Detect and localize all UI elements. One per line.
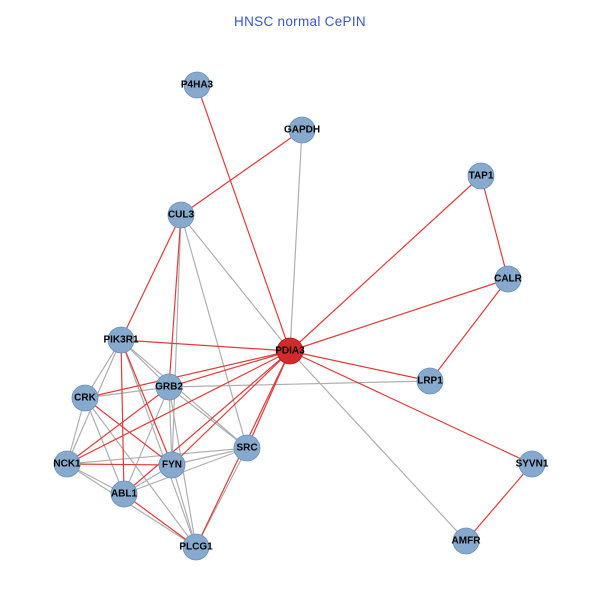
node-circle-nck1 [53, 450, 81, 478]
edge-pdia3-abl1 [123, 350, 291, 495]
edge-tap1-calr [480, 175, 509, 280]
edge-cul3-pik3r1 [120, 214, 182, 341]
node-tap1: TAP1 [467, 162, 495, 190]
edges-layer [66, 84, 533, 548]
edge-cul3-fyn [171, 214, 182, 466]
node-circle-plcg1 [182, 533, 210, 561]
edge-cul3-src [180, 214, 248, 449]
edge-tap1-pdia3 [289, 175, 482, 352]
edge-pik3r1-abl1 [120, 339, 125, 495]
node-lrp1: LRP1 [416, 367, 444, 395]
node-amfr: AMFR [452, 527, 481, 555]
node-circle-grb2 [155, 373, 183, 401]
edge-abl1-src [123, 447, 248, 495]
edge-pdia3-fyn [171, 350, 291, 466]
edge-pdia3-grb2 [168, 350, 291, 388]
node-grb2: GRB2 [155, 373, 183, 401]
node-src: SRC [233, 434, 261, 462]
node-crk: CRK [71, 384, 99, 412]
node-circle-lrp1 [416, 367, 444, 395]
node-nck1: NCK1 [53, 450, 81, 478]
edge-nck1-grb2 [66, 386, 170, 465]
edge-pik3r1-src [120, 339, 248, 449]
edge-grb2-src [168, 386, 248, 449]
edge-crk-abl1 [84, 397, 125, 495]
node-circle-crk [71, 384, 99, 412]
edge-calr-pdia3 [289, 278, 509, 352]
edge-cul3-grb2 [168, 214, 182, 388]
edge-pdia3-syvn1 [289, 350, 533, 465]
edge-fyn-plcg1 [171, 464, 197, 548]
edge-pdia3-crk [84, 350, 291, 399]
node-circle-tap1 [467, 162, 495, 190]
node-circle-amfr [452, 527, 480, 555]
edge-calr-lrp1 [429, 278, 509, 382]
node-circle-pik3r1 [107, 326, 135, 354]
node-circle-calr [494, 265, 522, 293]
node-circle-fyn [158, 451, 186, 479]
edge-gapdh-cul3 [180, 129, 303, 216]
edge-grb2-abl1 [123, 386, 170, 495]
edge-syvn1-amfr [465, 463, 533, 542]
node-abl1: ABL1 [110, 480, 138, 508]
node-circle-abl1 [110, 480, 138, 508]
edge-nck1-fyn [66, 463, 173, 466]
edge-crk-fyn [84, 397, 173, 466]
edge-pdia3-src [246, 350, 291, 449]
node-syvn1: SYVN1 [516, 450, 549, 478]
edge-nck1-src [66, 447, 248, 465]
node-circle-p4ha3 [183, 71, 211, 99]
node-circle-src [233, 434, 261, 462]
node-circle-cul3 [167, 201, 195, 229]
edge-abl1-plcg1 [123, 493, 197, 548]
edge-cul3-pdia3 [180, 214, 291, 352]
node-circle-pdia3 [276, 337, 304, 365]
node-circle-gapdh [288, 116, 316, 144]
node-cul3: CUL3 [167, 201, 195, 229]
node-calr: CALR [494, 265, 523, 293]
node-fyn: FYN [158, 451, 186, 479]
edge-pdia3-pik3r1 [120, 339, 291, 352]
edge-p4ha3-pdia3 [196, 84, 291, 352]
edge-pik3r1-plcg1 [120, 339, 197, 548]
edge-nck1-plcg1 [66, 463, 197, 548]
edge-crk-grb2 [84, 386, 170, 399]
node-pik3r1: PIK3R1 [103, 326, 139, 354]
edge-crk-plcg1 [84, 397, 197, 548]
edge-pdia3-amfr [289, 350, 467, 542]
node-p4ha3: P4HA3 [181, 71, 214, 99]
edge-gapdh-pdia3 [289, 129, 303, 352]
plot-title: HNSC normal CePIN [234, 14, 366, 29]
edge-pik3r1-fyn [120, 339, 173, 466]
edge-pdia3-lrp1 [289, 350, 431, 382]
edge-lrp1-grb2 [168, 380, 431, 388]
edge-pdia3-nck1 [66, 350, 291, 465]
node-circle-syvn1 [518, 450, 546, 478]
